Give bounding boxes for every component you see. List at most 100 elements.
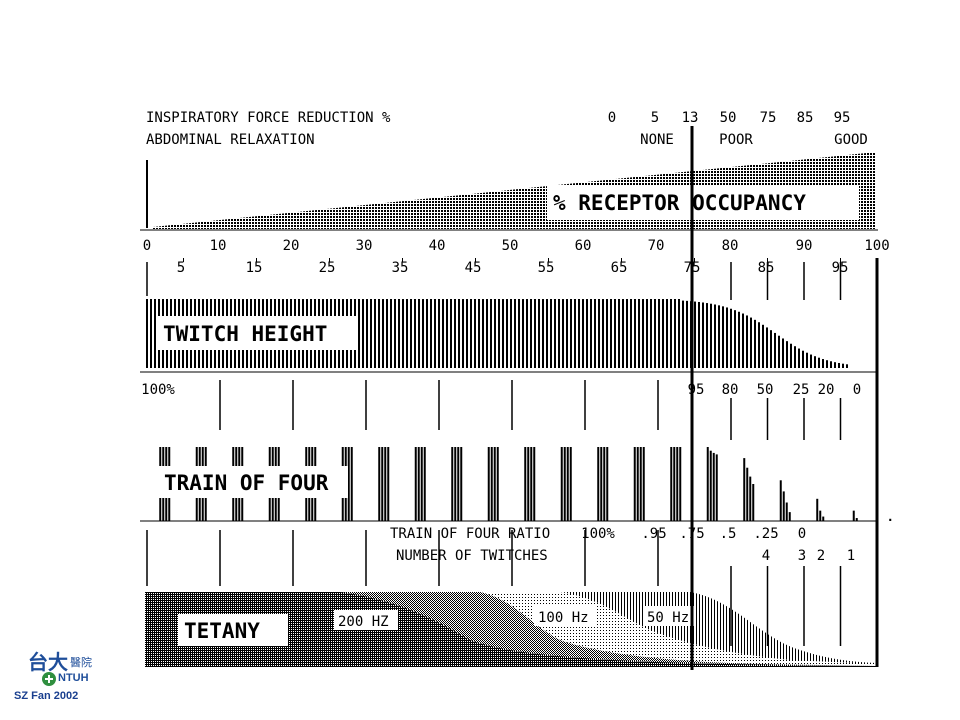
tof-bar: [709, 450, 712, 521]
twitch-bar: [450, 299, 452, 368]
twitch-bar: [410, 299, 412, 368]
twitch-bar: [434, 299, 436, 368]
twitch-bar: [806, 352, 808, 368]
twitch-bar: [422, 299, 424, 368]
twitch-bar: [574, 299, 576, 368]
twitch-bar: [534, 299, 536, 368]
twitch-bar: [542, 299, 544, 368]
twitch-bar: [498, 299, 500, 368]
tof-bar: [746, 467, 749, 521]
twitch-bar: [394, 299, 396, 368]
tof-bar: [487, 447, 490, 521]
medical-cross-icon: [42, 672, 56, 686]
tof-bar: [782, 491, 785, 521]
twitch-bar: [146, 299, 148, 368]
vertical-guide-lines: [146, 262, 842, 646]
twitch-bar: [614, 299, 616, 368]
scale-major-label: 30: [356, 238, 373, 254]
twitch-bar: [770, 330, 772, 368]
tof-bar: [752, 484, 755, 521]
twitch-bar: [846, 364, 848, 368]
twitch-bar: [550, 299, 552, 368]
twitch-bar: [734, 310, 736, 368]
twitch-bar: [458, 299, 460, 368]
twitch-bar: [714, 304, 716, 368]
twitch-bar: [706, 303, 708, 368]
tof-bar: [606, 447, 609, 521]
twitch-bar: [650, 299, 652, 368]
tof-bar: [597, 447, 600, 521]
twitch-bar: [826, 360, 828, 368]
inspiratory-value: 50: [720, 110, 737, 126]
tof-top-value: 20: [818, 382, 835, 398]
inspiratory-value: 5: [651, 110, 659, 126]
twitch-bar: [418, 299, 420, 368]
abdominal-value: NONE: [640, 132, 674, 148]
tof-bar: [460, 447, 463, 521]
freq-label-200: 200 HZ: [338, 614, 389, 630]
twitch-bar: [810, 354, 812, 368]
tof-bar: [743, 458, 746, 521]
twitch-bar: [774, 332, 776, 368]
twitch-bar: [754, 319, 756, 368]
twitch-bar: [474, 299, 476, 368]
tetany-label: TETANY: [184, 619, 260, 643]
inspiratory-force-label: INSPIRATORY FORCE REDUCTION %: [146, 110, 391, 126]
twitch-bar: [438, 299, 440, 368]
twitch-bar: [830, 361, 832, 368]
twitch-bar: [658, 299, 660, 368]
scale-minor-label: 25: [319, 260, 336, 276]
twitch-bar: [794, 346, 796, 368]
tof-bar: [420, 447, 423, 521]
tof-bar: [566, 447, 569, 521]
tof-bar: [381, 447, 384, 521]
twitch-bar: [506, 299, 508, 368]
twitch-bar: [818, 357, 820, 368]
twitch-bar: [666, 299, 668, 368]
twitch-bar: [682, 300, 684, 368]
twitch-bar: [466, 299, 468, 368]
twitch-height-label: TWITCH HEIGHT: [163, 322, 327, 346]
twitch-bar: [530, 299, 532, 368]
twitch-bar: [578, 299, 580, 368]
tof-top-value: 80: [722, 382, 739, 398]
twitch-bar: [834, 362, 836, 368]
freq-label-50: 50 Hz: [647, 610, 689, 626]
twitch-bar: [814, 356, 816, 368]
tof-bar: [706, 447, 709, 521]
tof-ratio-value: 100%: [581, 526, 615, 542]
tof-bar: [749, 476, 752, 521]
twitch-bar: [730, 308, 732, 368]
twitch-bar: [370, 299, 372, 368]
twitch-bar: [430, 299, 432, 368]
tof-bar: [822, 516, 825, 521]
scale-minor-label: 65: [611, 260, 628, 276]
tof-bar: [788, 512, 791, 521]
tof-ratio-value: .5: [720, 526, 737, 542]
tof-bar: [785, 502, 788, 521]
tof-bar: [569, 447, 572, 521]
twitch-bar: [362, 299, 364, 368]
twitch-bar: [798, 348, 800, 368]
twitch-bar: [766, 327, 768, 368]
tof-top-value: 0: [853, 382, 861, 398]
tof-bar: [563, 447, 566, 521]
twitch-count-value: 1: [847, 548, 855, 564]
tof-bar: [673, 447, 676, 521]
twitch-bar: [726, 307, 728, 368]
twitch-bar: [462, 299, 464, 368]
twitch-bar: [678, 299, 680, 368]
scale-minor-label: 5: [177, 260, 185, 276]
tof-bar: [417, 447, 420, 521]
twitch-bar: [622, 299, 624, 368]
tof-bar: [639, 447, 642, 521]
author-credit: SZ Fan 2002: [14, 690, 79, 702]
freq-label-box: [643, 606, 695, 626]
twitch-count-value: 2: [817, 548, 825, 564]
scale-major-label: 40: [429, 238, 446, 254]
twitch-bar: [562, 299, 564, 368]
scale-tick-marks: [183, 258, 841, 262]
tof-bar: [454, 447, 457, 521]
tof-bar: [457, 447, 460, 521]
